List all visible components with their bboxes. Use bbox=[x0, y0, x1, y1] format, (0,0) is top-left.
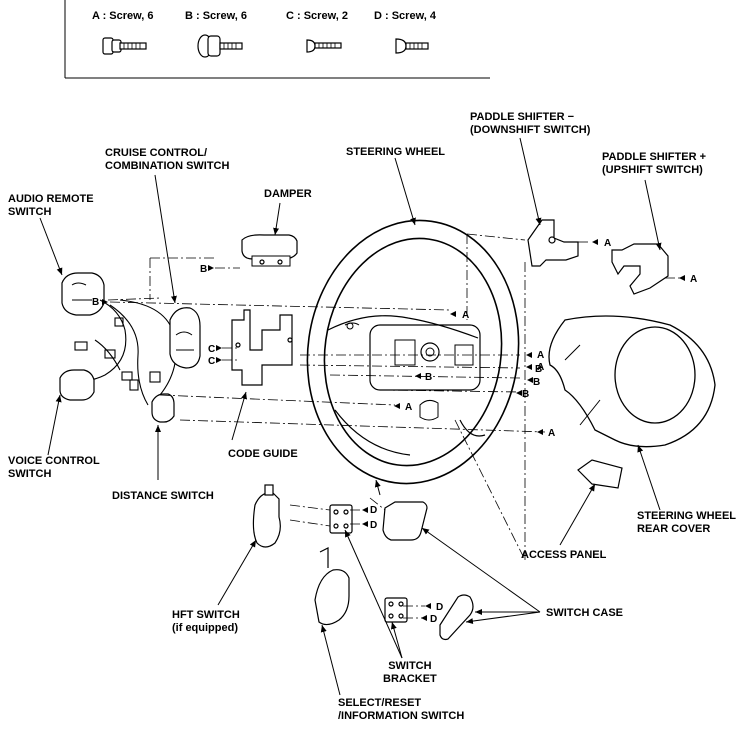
callout-a: A bbox=[604, 238, 611, 249]
callout-b: B bbox=[535, 364, 542, 375]
hft-switch-icon bbox=[252, 484, 281, 548]
svg-text:B: B bbox=[92, 297, 99, 308]
callout-d: D bbox=[436, 602, 443, 613]
svg-text:D: D bbox=[370, 520, 377, 531]
paddle-shifter-plus-label: PADDLE SHIFTER +(UPSHIFT SWITCH) bbox=[602, 151, 707, 176]
steering-wheel-icon bbox=[306, 219, 520, 485]
cruise-control-label: CRUISE CONTROL/COMBINATION SWITCH bbox=[105, 147, 230, 172]
svg-text:A: A bbox=[405, 402, 412, 413]
rear-cover-icon bbox=[548, 315, 716, 448]
callout-a: A bbox=[537, 350, 544, 361]
label-pointers bbox=[39, 137, 662, 696]
callout-c: C bbox=[208, 344, 215, 355]
svg-text:A: A bbox=[537, 350, 544, 361]
screw-d-icon bbox=[395, 38, 429, 54]
svg-text:D: D bbox=[430, 614, 437, 625]
callout-b: B bbox=[92, 297, 99, 308]
damper-icon bbox=[241, 234, 298, 267]
callout-leaders bbox=[107, 233, 680, 619]
screw-a-icon bbox=[102, 37, 147, 55]
select-reset-switch-icon bbox=[314, 547, 350, 626]
svg-text:A: A bbox=[537, 362, 544, 373]
wire-harness-icon bbox=[74, 299, 177, 406]
distance-switch-icon bbox=[151, 393, 175, 423]
svg-text:B: B bbox=[425, 372, 432, 383]
svg-text:B: B bbox=[522, 389, 529, 400]
svg-text:B: B bbox=[535, 364, 542, 375]
callout-a: A bbox=[405, 402, 412, 413]
callout-b: B bbox=[533, 377, 540, 388]
callout-arrows bbox=[102, 239, 685, 621]
access-panel-icon bbox=[577, 459, 623, 489]
screw-c-label: C : Screw, 2 bbox=[286, 10, 348, 22]
callout-d: D bbox=[370, 505, 377, 516]
switch-case-label: SWITCH CASE bbox=[546, 607, 623, 619]
svg-text:A: A bbox=[604, 238, 611, 249]
paddle-shifter-minus-label: PADDLE SHIFTER −(DOWNSHIFT SWITCH) bbox=[470, 111, 591, 136]
callout-d: D bbox=[370, 520, 377, 531]
audio-remote-switch-icon bbox=[61, 272, 105, 316]
paddle-shifter-minus-icon bbox=[527, 219, 579, 267]
code-guide-label: CODE GUIDE bbox=[228, 448, 298, 460]
callout-c: C bbox=[208, 356, 215, 367]
select-reset-label: SELECT/RESET/INFORMATION SWITCH bbox=[338, 697, 465, 722]
switch-case-icon bbox=[382, 501, 474, 641]
screw-c-icon bbox=[306, 39, 342, 53]
callout-b: B bbox=[425, 372, 432, 383]
svg-text:C: C bbox=[208, 356, 215, 367]
callout-a: A bbox=[462, 310, 469, 321]
paddle-shifter-plus-icon bbox=[611, 243, 669, 295]
callout-b: B bbox=[522, 389, 529, 400]
callout-d: D bbox=[430, 614, 437, 625]
callout-a: A bbox=[690, 274, 697, 285]
svg-text:D: D bbox=[370, 505, 377, 516]
svg-text:D: D bbox=[436, 602, 443, 613]
svg-text:A: A bbox=[690, 274, 697, 285]
callout-letters: B B A C C A A B B B B A A A A D D D D bbox=[92, 238, 697, 625]
steering-wheel-label: STEERING WHEEL bbox=[346, 146, 446, 158]
switch-bracket-icon bbox=[329, 504, 408, 623]
hft-switch-label: HFT SWITCH(if equipped) bbox=[172, 609, 240, 634]
screw-d-label: D : Screw, 4 bbox=[374, 10, 436, 22]
access-panel-label: ACCESS PANEL bbox=[521, 549, 607, 561]
svg-text:A: A bbox=[462, 310, 469, 321]
code-guide-icon bbox=[231, 309, 293, 386]
screw-b-label: B : Screw, 6 bbox=[185, 10, 247, 22]
callout-b: B bbox=[200, 264, 207, 275]
svg-text:B: B bbox=[200, 264, 207, 275]
callout-a: A bbox=[537, 362, 544, 373]
voice-control-switch-icon bbox=[59, 369, 95, 401]
screw-b-icon bbox=[197, 34, 243, 58]
damper-label: DAMPER bbox=[264, 188, 312, 200]
svg-text:C: C bbox=[208, 344, 215, 355]
cruise-control-switch-icon bbox=[169, 307, 201, 369]
screw-legend-frame bbox=[64, 0, 490, 79]
svg-text:B: B bbox=[533, 377, 540, 388]
distance-switch-label: DISTANCE SWITCH bbox=[112, 490, 214, 502]
screw-a-label: A : Screw, 6 bbox=[92, 10, 154, 22]
callout-a: A bbox=[548, 428, 555, 439]
svg-text:A: A bbox=[548, 428, 555, 439]
